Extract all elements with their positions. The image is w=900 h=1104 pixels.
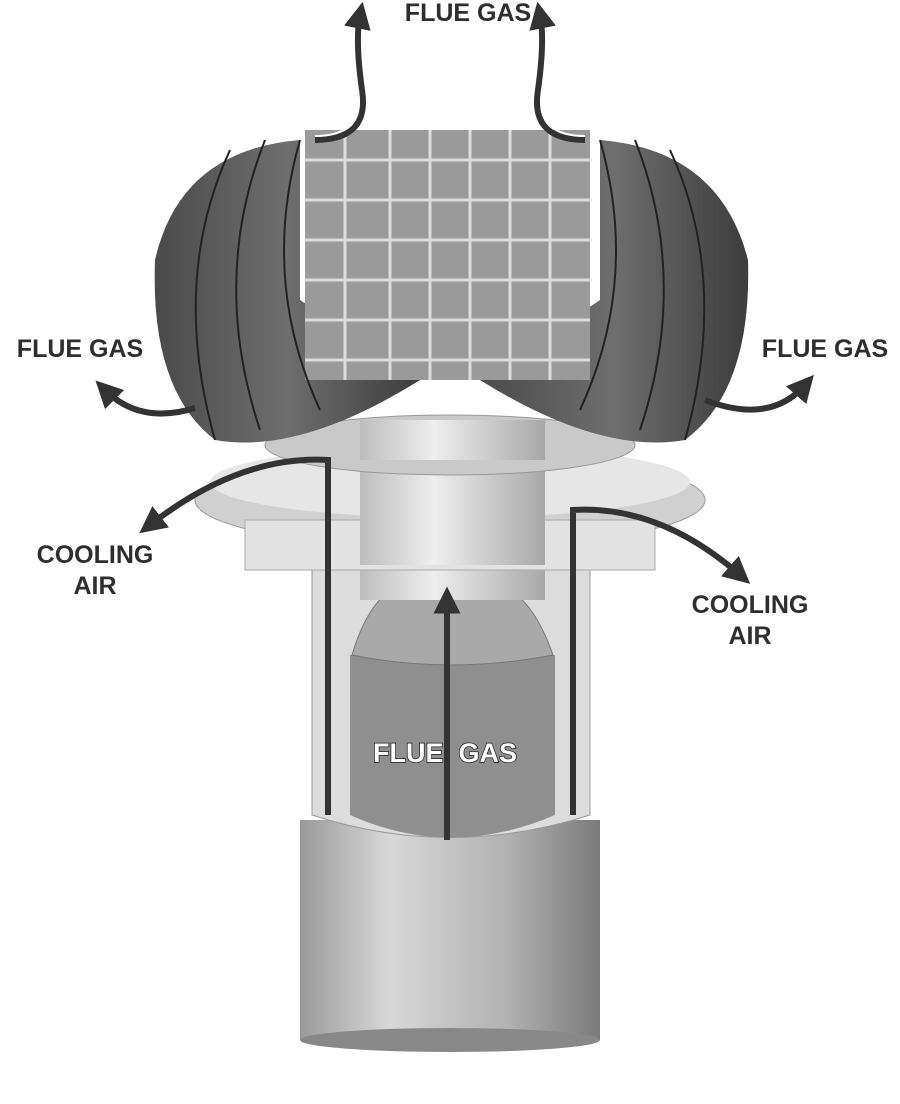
flow-arrows <box>95 1 814 840</box>
label-flue-gas-left: FLUE GAS <box>16 335 144 363</box>
arrow-right-upper <box>703 374 814 413</box>
label-cooling-air-left: COOLING AIR <box>36 541 154 600</box>
arrow-cooling-left <box>139 456 331 815</box>
arrow-left-upper <box>95 380 196 417</box>
arrow-top-left <box>314 1 371 143</box>
base-pipe <box>300 820 600 1052</box>
label-flue-gas-top: FLUE GAS <box>404 0 532 27</box>
mesh-grid <box>305 130 590 380</box>
flue-chamber <box>350 579 555 838</box>
label-flue-gas-right: FLUE GAS <box>761 335 889 363</box>
label-cooling-air-right: COOLING AIR <box>691 591 809 650</box>
arrow-cooling-right <box>570 506 751 815</box>
arrow-top-right <box>529 1 586 143</box>
turbine-head <box>154 130 749 443</box>
label-flue-gas-center: FLUE GAS <box>372 737 518 769</box>
